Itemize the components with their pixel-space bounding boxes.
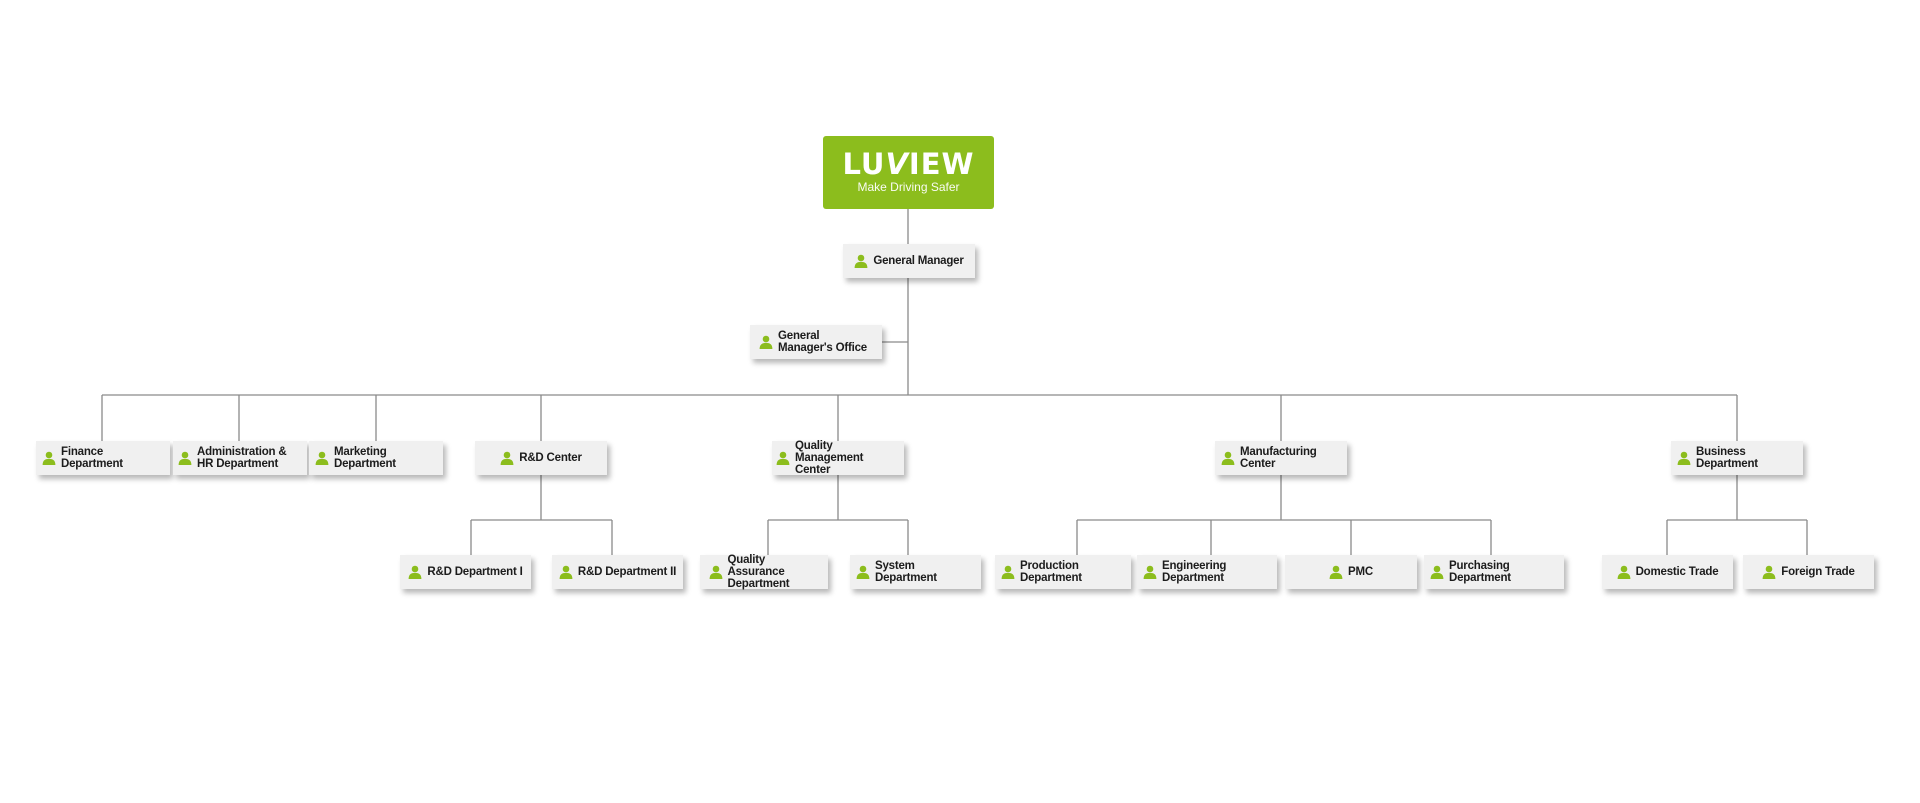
node-general-manager: General Manager: [843, 244, 975, 278]
person-icon: [854, 254, 868, 268]
person-icon: [709, 565, 723, 579]
node-qa-department: Quality Assurance Department: [700, 554, 828, 590]
person-icon: [500, 451, 514, 465]
person-icon: [315, 451, 329, 465]
node-qm-center: Quality Management Center: [772, 440, 904, 476]
person-icon: [776, 451, 790, 465]
person-icon: [1221, 451, 1235, 465]
node-rd-department-1: R&D Department I: [400, 555, 531, 589]
person-icon: [1617, 565, 1631, 579]
person-icon: [559, 565, 573, 579]
node-manufacturing: Manufacturing Center: [1215, 441, 1347, 475]
person-icon: [42, 451, 56, 465]
node-production-department: Production Department: [995, 555, 1131, 589]
node-domestic-trade: Domestic Trade: [1602, 555, 1733, 589]
node-business: Business Department: [1671, 441, 1803, 475]
logo-wordmark: LUVIEW: [842, 147, 975, 181]
node-rd-center: R&D Center: [475, 441, 607, 475]
node-pmc: PMC: [1285, 555, 1417, 589]
person-icon: [1677, 451, 1691, 465]
person-icon: [1001, 565, 1015, 579]
node-admin-hr: Administration & HR Department: [173, 441, 307, 475]
node-gm-office: General Manager's Office: [750, 325, 882, 359]
node-rd-department-2: R&D Department II: [552, 555, 683, 589]
person-icon: [1329, 565, 1343, 579]
node-system-department: System Department: [850, 555, 981, 589]
person-icon: [1762, 565, 1776, 579]
node-marketing: Marketing Department: [309, 441, 443, 475]
person-icon: [856, 565, 870, 579]
node-foreign-trade: Foreign Trade: [1743, 555, 1874, 589]
logo-tagline: Make Driving Safer: [857, 180, 960, 194]
person-icon: [178, 451, 192, 465]
person-icon: [759, 335, 773, 349]
person-icon: [1430, 565, 1444, 579]
node-engineering-department: Engineering Department: [1137, 555, 1277, 589]
person-icon: [1143, 565, 1157, 579]
node-purchasing-department: Purchasing Department: [1424, 555, 1564, 589]
person-icon: [408, 565, 422, 579]
company-logo: LUVIEW Make Driving Safer: [823, 136, 994, 209]
node-finance: Finance Department: [36, 441, 170, 475]
